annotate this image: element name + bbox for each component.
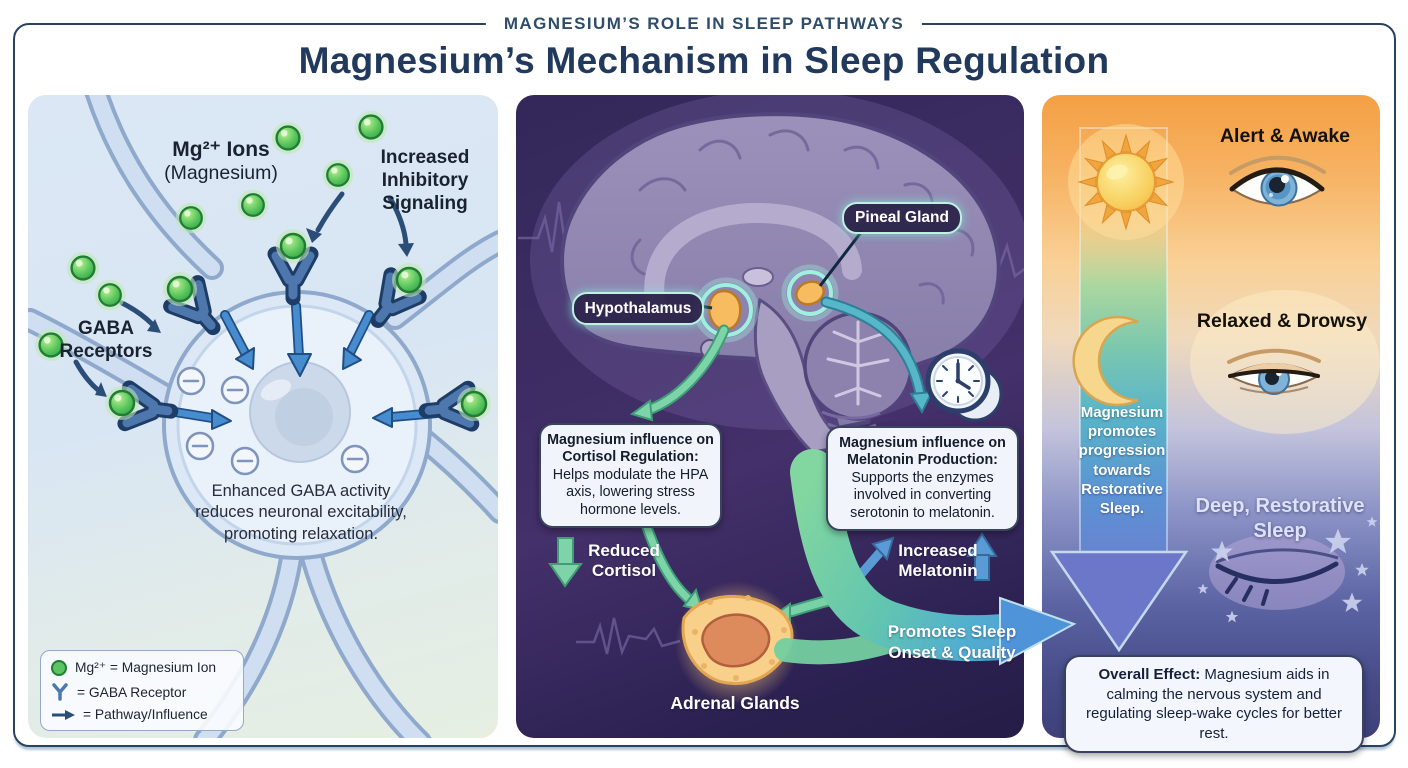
legend: Mg²⁺ = Magnesium Ion = GABA Receptor = P… [40, 650, 244, 731]
cortisol-infobox: Magnesium influence on Cortisol Regulati… [539, 423, 722, 529]
legend-magnesium-label: Mg²⁺ = Magnesium Ion [75, 660, 217, 675]
alert-awake-label: Alert & Awake [1219, 125, 1351, 147]
deep-sleep-label: Deep, Restorative Sleep [1195, 495, 1365, 542]
legend-item-pathway: = Pathway/Influence [50, 707, 234, 722]
reduced-cortisol-label: Reduced Cortisol [588, 541, 660, 580]
relaxed-drowsy-label: Relaxed & Drowsy [1196, 310, 1368, 332]
legend-item-magnesium: Mg²⁺ = Magnesium Ion [50, 659, 234, 677]
legend-pathway-label: = Pathway/Influence [83, 707, 208, 722]
eyebrow-heading: MAGNESIUM’S ROLE IN SLEEP PATHWAYS [485, 13, 923, 35]
adrenal-glands-label: Adrenal Glands [670, 693, 800, 713]
melatonin-infobox: Magnesium influence on Melatonin Product… [826, 426, 1019, 532]
increased-melatonin-label: Increased Melatonin [898, 541, 978, 580]
cortisol-infobox-title: Magnesium influence on Cortisol Regulati… [547, 432, 714, 466]
cortisol-infobox-body: Helps modulate the HPA axis, lowering st… [552, 466, 709, 518]
overall-effect-title: Overall Effect: [1098, 666, 1201, 683]
mg-ions-title: Mg²⁺ Ions [172, 138, 270, 161]
magnesium-ion-icon [51, 660, 67, 676]
pineal-gland-label: Pineal Gland [842, 202, 962, 234]
gaba-receptor-icon [52, 683, 68, 701]
legend-gaba-label: = GABA Receptor [77, 684, 187, 700]
overall-effect-box: Overall Effect: Magnesium aids in calmin… [1064, 655, 1364, 753]
page-title: Magnesium’s Mechanism in Sleep Regulatio… [298, 40, 1110, 81]
melatonin-infobox-title: Magnesium influence on Melatonin Product… [839, 435, 1006, 469]
gaba-activity-caption: Enhanced GABA activity reduces neuronal … [195, 482, 407, 543]
mg-ions-subtitle: (Magnesium) [164, 162, 278, 184]
legend-item-gaba: = GABA Receptor [50, 682, 234, 702]
increased-inhibitory-label: Increased Inhibitory Signaling [380, 147, 470, 214]
gaba-receptors-label: GABA Receptors [59, 318, 153, 362]
hypothalamus-label: Hypothalamus [572, 292, 704, 325]
melatonin-infobox-body: Supports the enzymes involved in convert… [850, 469, 995, 521]
promotes-sleep-label: Promotes Sleep Onset & Quality [887, 622, 1017, 663]
ribbon-caption: Magnesium promotes progression towards R… [1078, 404, 1166, 517]
mg-ions-label: Mg²⁺ Ions (Magnesium) [146, 137, 296, 185]
overall-effect-body: Magnesium aids in calming the nervous sy… [1086, 666, 1342, 742]
pathway-arrow-icon [52, 709, 75, 720]
